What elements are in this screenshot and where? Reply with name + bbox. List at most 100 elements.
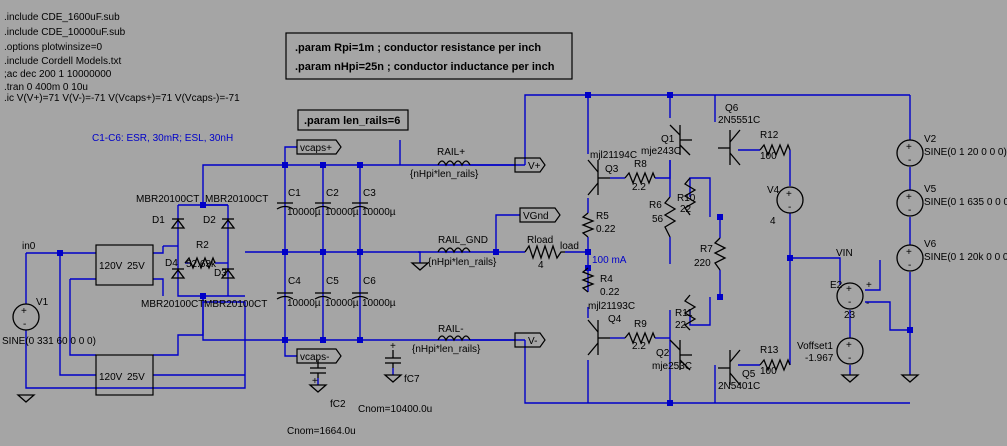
c2-value: 10000µ bbox=[325, 207, 359, 218]
vcaps-plus-label: vcaps+ bbox=[300, 143, 332, 154]
r13-value: 100 bbox=[760, 366, 777, 377]
r12-label: R12 bbox=[760, 130, 779, 141]
vin-label: VIN bbox=[836, 248, 853, 259]
q3-part: mjl21194C bbox=[590, 150, 637, 161]
directive-ic[interactable]: .ic V(V+)=71 V(V-)=-71 V(Vcaps+)=71 V(Vc… bbox=[4, 93, 240, 104]
transformer-1[interactable]: 120V 25V bbox=[95, 244, 154, 286]
c5-label: C5 bbox=[326, 276, 339, 287]
transformer-2[interactable]: 120V 25V bbox=[95, 354, 154, 396]
rload-label: Rload bbox=[527, 235, 553, 246]
vplus-label: V+ bbox=[528, 161, 541, 172]
xfmr1-pri: 120V bbox=[99, 261, 123, 272]
v5-value: SINE(0 1 635 0 0 0) bbox=[924, 197, 1007, 208]
directive-include-1600[interactable]: .include CDE_1600uF.sub bbox=[4, 12, 120, 23]
r7-label: R7 bbox=[700, 244, 713, 255]
xfmr2-sec: 25V bbox=[127, 372, 145, 383]
load-label: load bbox=[560, 241, 579, 252]
c4-value: 10000µ bbox=[287, 298, 321, 309]
r11-value: 22 bbox=[675, 320, 687, 331]
r12-value: 100 bbox=[760, 151, 777, 162]
r6-label: R6 bbox=[649, 200, 662, 211]
net-labels[interactable]: vcaps+ vcaps- VGnd V+ V- bbox=[296, 139, 561, 364]
e2-source[interactable]: + - + - E2 23 bbox=[830, 280, 872, 321]
transistors[interactable]: Q3 mjl21194C Q4 mjl21193C Q1 mje243C Q2 … bbox=[587, 103, 760, 392]
output-resistors[interactable]: R8 2.2 R9 2.2 R5 0.22 R4 0.22 R6 56 R10 … bbox=[581, 130, 791, 377]
e2-minus: - bbox=[866, 298, 869, 309]
param-box[interactable] bbox=[285, 32, 573, 80]
q5-part: 2N5401C bbox=[718, 381, 760, 392]
v1-value: SINE(0 331 60 0 0 0) bbox=[2, 336, 96, 347]
r13-label: R13 bbox=[760, 345, 779, 356]
svg-text:-: - bbox=[908, 260, 911, 271]
directive-tran[interactable]: .tran 0 400m 0 10u bbox=[4, 82, 88, 93]
v6-label: V6 bbox=[924, 239, 937, 250]
e2-label: E2 bbox=[830, 280, 843, 291]
svg-text:-: - bbox=[908, 205, 911, 216]
svg-text:-: - bbox=[908, 155, 911, 166]
r10-label: R10 bbox=[677, 193, 696, 204]
e2-value: 23 bbox=[844, 310, 856, 321]
svg-text:+: + bbox=[846, 340, 852, 351]
q2-label: Q2 bbox=[656, 348, 670, 359]
c6-label: C6 bbox=[363, 276, 376, 287]
v6-source[interactable]: + - V6 SINE(0 1 20k 0 0 0) bbox=[896, 239, 1007, 272]
c1-label: C1 bbox=[288, 188, 301, 199]
param-rpi[interactable]: .param Rpi=1m ; conductor resistance per… bbox=[295, 42, 541, 54]
voffset-label: Voffset1 bbox=[797, 341, 833, 352]
mbr-3: MBR20100CT bbox=[141, 299, 204, 310]
in0-label: in0 bbox=[22, 241, 36, 252]
mbr-1: MBR20100CT bbox=[136, 194, 199, 205]
v1-source[interactable]: + - V1 SINE(0 331 60 0 0 0) bbox=[2, 297, 96, 347]
directive-options[interactable]: .options plotwinsize=0 bbox=[4, 42, 103, 53]
r10-value: 22 bbox=[680, 204, 692, 215]
vgnd-label: VGnd bbox=[523, 211, 549, 222]
r8-label: R8 bbox=[634, 159, 647, 170]
param-len-rails[interactable]: .param len_rails=6 bbox=[304, 115, 400, 127]
v4-source[interactable]: + - V4 4 bbox=[767, 185, 804, 227]
svg-text:+: + bbox=[906, 142, 912, 153]
r2-label: R2 bbox=[196, 240, 209, 251]
directive-include-10000[interactable]: .include CDE_10000uF.sub bbox=[4, 27, 126, 38]
vcaps-minus-label: vcaps- bbox=[300, 352, 329, 363]
d3-label: D3 bbox=[214, 268, 227, 279]
rail-minus-expr: {nHpi*len_rails} bbox=[412, 344, 481, 355]
xfmr1-sec: 25V bbox=[127, 261, 145, 272]
v5-source[interactable]: + - V5 SINE(0 1 635 0 0 0) bbox=[896, 184, 1007, 217]
vminus-label: V- bbox=[528, 336, 537, 347]
rail-gnd-expr: {nHpi*len_rails} bbox=[428, 257, 497, 268]
v4-label: V4 bbox=[767, 185, 780, 196]
c2-label: C2 bbox=[326, 188, 339, 199]
directive-ac[interactable]: ;ac dec 200 1 10000000 bbox=[4, 69, 112, 80]
voffset-source[interactable]: + - Voffset1 -1.967 bbox=[797, 337, 864, 365]
spice-directives[interactable]: .include CDE_1600uF.sub .include CDE_100… bbox=[4, 12, 240, 104]
diode-bridge[interactable]: D1 D2 D4 D3 MBR20100CT MBR20100CT MBR201… bbox=[136, 194, 268, 310]
rail-minus-label: RAIL- bbox=[438, 324, 464, 335]
svg-text:+: + bbox=[906, 192, 912, 203]
r2-resistor[interactable]: R2 52.63k bbox=[184, 240, 217, 270]
param-nhpi[interactable]: .param nHpi=25n ; conductor inductance p… bbox=[295, 61, 555, 73]
r4-value: 0.22 bbox=[600, 287, 620, 298]
directive-include-cordell[interactable]: .include Cordell Models.txt bbox=[4, 56, 121, 67]
fc2-capacitor[interactable]: fC2 Cnom=1664.0u + bbox=[287, 360, 356, 437]
q1-part: mje243C bbox=[641, 146, 681, 157]
mbr-2: MBR20100CT bbox=[205, 194, 268, 205]
c3-label: C3 bbox=[363, 188, 376, 199]
v2-source[interactable]: + - V2 SINE(0 1 20 0 0 0) bbox=[896, 134, 1007, 167]
rail-inductors[interactable]: RAIL+ {nHpi*len_rails} RAIL_GND {nHpi*le… bbox=[410, 147, 497, 355]
rload-resistor[interactable]: Rload 4 load bbox=[524, 235, 579, 271]
q1-label: Q1 bbox=[661, 134, 675, 145]
ground-symbols bbox=[16, 262, 920, 403]
q6-part: 2N5551C bbox=[718, 115, 760, 126]
q3-label: Q3 bbox=[605, 164, 619, 175]
capacitor-bank[interactable]: C1 C2 C3 10000µ 10000µ 10000µ C4 C5 C6 1… bbox=[276, 188, 396, 309]
d2-label: D2 bbox=[203, 215, 216, 226]
svg-text:-: - bbox=[848, 297, 851, 308]
r9-label: R9 bbox=[634, 319, 647, 330]
len-rails-box[interactable] bbox=[297, 109, 409, 131]
fc7-capacitor[interactable]: fC7 Cnom=10400.0u + bbox=[358, 341, 432, 415]
e2-plus: + bbox=[866, 280, 872, 291]
mbr-4: MBR20100CT bbox=[204, 299, 267, 310]
xfmr2-pri: 120V bbox=[99, 372, 123, 383]
